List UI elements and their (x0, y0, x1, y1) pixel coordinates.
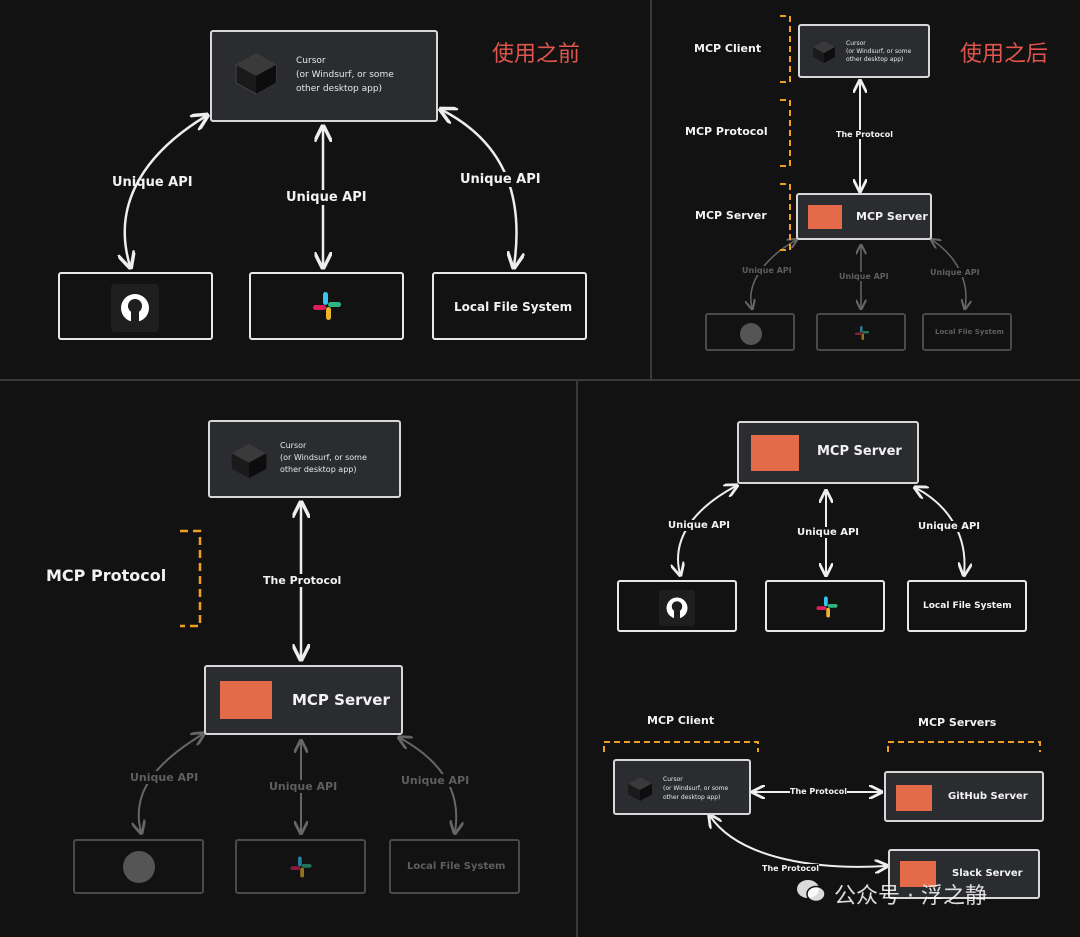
cursor-client-label: Cursor (or Windsurf, or some other deskt… (296, 56, 394, 94)
bl-cursor-box: Cursor (or Windsurf, or some other deskt… (208, 420, 401, 498)
br-brackets (603, 741, 1041, 752)
br-api-label-1: Unique API (668, 520, 730, 531)
tr-mcp-server-icon (808, 205, 842, 229)
github-icon (111, 284, 159, 332)
br-github-icon (659, 590, 695, 626)
bl-mcp-protocol-label: MCP Protocol (46, 566, 167, 585)
cursor-client-box: Cursor (or Windsurf, or some other deskt… (210, 30, 438, 122)
tr-brackets (780, 15, 791, 251)
tr-cursor-label: Cursor (or Windsurf, or some other deskt… (846, 40, 912, 63)
br-cursor-box: Cursor (or Windsurf, or some other deskt… (613, 759, 751, 815)
bl-local-fs-box: Local File System (389, 839, 520, 894)
tr-mcp-server-box: MCP Server (796, 193, 932, 240)
bl-github-icon (123, 851, 155, 883)
br-slack-box (765, 580, 885, 632)
br-mcp-server-icon (751, 435, 799, 471)
tr-mcp-client-label: MCP Client (694, 42, 762, 55)
bl-github-box (73, 839, 204, 894)
bl-api-label-2: Unique API (269, 780, 338, 793)
br-slack-server-label: Slack Server (952, 868, 1023, 879)
tl-api-label-1: Unique API (112, 175, 193, 190)
bl-protocol-label: The Protocol (263, 574, 342, 587)
bl-mcp-server-box: MCP Server (204, 665, 403, 735)
tr-protocol-label: The Protocol (836, 130, 893, 139)
br-mcp-server-label: MCP Server (817, 444, 902, 459)
br-protocol-label-2: The Protocol (762, 864, 819, 873)
br-api-label-2: Unique API (797, 527, 859, 538)
tr-cursor-box: Cursor (or Windsurf, or some other deskt… (798, 24, 930, 78)
bl-mcp-server-label: MCP Server (292, 691, 390, 709)
tr-cursor-icon (813, 41, 835, 63)
br-github-server-box: GitHub Server (884, 771, 1044, 822)
bl-api-label-1: Unique API (130, 771, 199, 784)
tr-api-label-3: Unique API (930, 268, 980, 277)
tl-api-label-3: Unique API (460, 172, 541, 187)
br-local-fs-label: Local File System (923, 601, 1012, 611)
br-slack-icon (816, 596, 838, 618)
bl-cursor-label: Cursor (or Windsurf, or some other deskt… (280, 441, 367, 474)
tr-local-fs-box: Local File System (922, 313, 1012, 351)
tr-mcp-server-side-label: MCP Server (695, 209, 767, 222)
tr-slack-icon (855, 326, 869, 340)
watermark-text: 公众号 · 浮之静 (834, 884, 987, 909)
br-api-label-3: Unique API (918, 521, 980, 532)
tr-api-label-2: Unique API (839, 272, 889, 281)
br-mcp-servers-label: MCP Servers (918, 716, 997, 729)
br-cursor-icon (628, 777, 652, 801)
tr-local-fs-label: Local File System (935, 328, 1004, 336)
divider-horizontal (0, 379, 1080, 381)
slack-icon (313, 292, 341, 320)
title-after: 使用之后 (960, 42, 1049, 67)
br-github-server-icon (896, 785, 932, 811)
bl-cursor-icon (231, 443, 267, 479)
tr-github-icon (740, 323, 762, 345)
br-mcp-server-box: MCP Server (737, 421, 919, 484)
title-before: 使用之前 (492, 42, 581, 67)
local-fs-label: Local File System (454, 300, 573, 314)
br-cursor-label: Cursor (or Windsurf, or some other deskt… (663, 776, 729, 801)
bl-slack-icon (290, 856, 312, 878)
bl-slack-box (235, 839, 366, 894)
github-box (58, 272, 213, 340)
cursor-icon (235, 53, 277, 95)
br-protocol-label-1: The Protocol (790, 787, 847, 796)
br-local-fs-box: Local File System (907, 580, 1027, 632)
wechat-icon (797, 880, 826, 903)
tr-slack-box (816, 313, 906, 351)
bl-local-fs-label: Local File System (407, 861, 506, 872)
br-github-server-label: GitHub Server (948, 791, 1028, 802)
br-slack-server-box: Slack Server (888, 849, 1040, 899)
br-github-box (617, 580, 737, 632)
bl-bracket (180, 529, 202, 628)
bl-api-label-3: Unique API (401, 774, 470, 787)
br-slack-server-icon (900, 861, 936, 887)
local-fs-box: Local File System (432, 272, 587, 340)
tr-mcp-server-label: MCP Server (856, 210, 928, 223)
slack-box (249, 272, 404, 340)
tl-api-label-2: Unique API (286, 190, 367, 205)
divider-vertical-top (650, 0, 652, 380)
br-mcp-client-label: MCP Client (647, 714, 715, 727)
tr-github-box (705, 313, 795, 351)
bl-mcp-server-icon (220, 681, 272, 719)
tr-api-label-1: Unique API (742, 266, 792, 275)
divider-vertical-bottom (576, 380, 578, 937)
tr-mcp-protocol-label: MCP Protocol (685, 125, 768, 138)
